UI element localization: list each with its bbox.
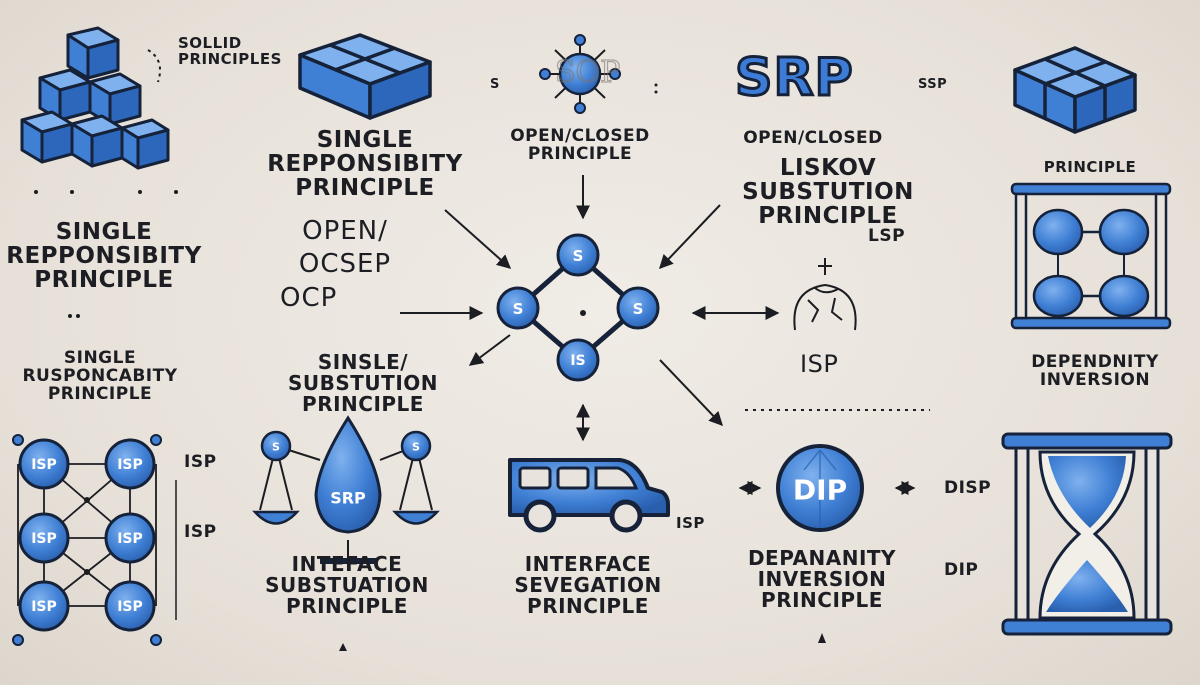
isp-node-label: ISP	[117, 599, 143, 615]
center-node-right	[616, 286, 660, 330]
principle-right-label: PRINCIPLE	[1043, 158, 1137, 176]
open-closed-top-line: OPEN/CLOSED	[510, 126, 650, 146]
liskov-line: LISKOV	[779, 155, 877, 181]
lsp-label: LSP	[868, 226, 906, 246]
isp-node	[18, 512, 70, 564]
open-closed-mid: OPEN/ OCSEP OCP	[280, 216, 410, 313]
depanity-line: DEPANANITY	[747, 546, 897, 570]
center-node-left	[496, 286, 540, 330]
cube-grid-icon	[1013, 46, 1137, 134]
isp-label-a: ISP	[184, 452, 217, 472]
isp-node-label: ISP	[117, 457, 143, 473]
open-closed-top-line: PRINCIPLE	[527, 143, 633, 164]
dip-circle-icon: DIP	[738, 409, 930, 643]
interface-sub-line: SUBSTUATION	[265, 573, 429, 597]
center-node-network: S S S IS	[496, 233, 660, 382]
hourglass-icon	[1001, 432, 1173, 636]
dependency-inversion-bottom: DEPANANITY INVERSION PRINCIPLE	[722, 548, 922, 611]
open-mid-line: OPEN/	[302, 216, 388, 246]
center-node-left-label: S	[513, 300, 524, 318]
isp-node-label: ISP	[31, 531, 57, 547]
title-line-2: PRINCIPLES	[178, 49, 282, 68]
center-arrows	[400, 175, 780, 442]
center-node-bottom-label: IS	[570, 353, 585, 369]
depanity-line: INVERSION	[757, 567, 887, 591]
ssp-label: SSP	[918, 77, 948, 92]
dip-circle-label: DIP	[793, 474, 847, 507]
single-lower-line: RUSPONCABITY	[22, 365, 178, 386]
scale-right-label: S	[412, 441, 420, 454]
isp-grid-network: ISP ISP ISP ISP ISP ISP	[12, 434, 177, 646]
single-lower-line: SINGLE	[63, 348, 137, 368]
single-lower-line: PRINCIPLE	[47, 383, 153, 404]
open-closed-top: OPEN/CLOSED PRINCIPLE	[500, 126, 660, 164]
open-closed-right: OPEN/CLOSED	[743, 128, 883, 148]
decorative-marks	[34, 83, 658, 651]
open-mid-line: OCSEP	[298, 249, 392, 280]
interface-segregation: INTERFACE SEVEGATION PRINCIPLE	[488, 554, 688, 617]
center-node-top-label: S	[573, 247, 584, 265]
single-top-line: SINGLE	[316, 127, 414, 153]
isp-label-b: ISP	[184, 522, 217, 542]
center-node-bottom	[556, 338, 600, 382]
disp-label: DISP	[944, 478, 992, 498]
isp-van-label: ISP	[676, 514, 705, 532]
isp-right-mid: ISP	[800, 350, 839, 378]
single-top-line: PRINCIPLE	[295, 175, 435, 202]
single-left-line: SINGLE	[55, 219, 153, 245]
dip-label: DIP	[944, 560, 979, 580]
network-globe-icon: SOP	[539, 34, 621, 114]
cube-stack-icon	[20, 26, 170, 170]
srp-heading: SRP	[734, 47, 855, 110]
single-left-line: REPPONSIBITY	[6, 243, 202, 270]
liskov-label: LISKOV SUBSTUTION PRINCIPLE	[728, 155, 928, 230]
solid-principles-title: SOLLID PRINCIPLES	[178, 34, 282, 68]
dependnity-line: INVERSION	[1039, 369, 1151, 390]
isp-node	[104, 580, 156, 632]
dependnity-line: DEPENDNITY	[1031, 352, 1159, 372]
scale-left-label: S	[272, 441, 280, 454]
interface-sub-line: PRINCIPLE	[286, 594, 408, 618]
dependency-inversion-right: DEPENDNITY INVERSION	[1010, 352, 1180, 390]
center-node-top	[556, 233, 600, 277]
single-top-line: REPPONSIBITY	[267, 151, 463, 178]
sinsle-substitution: SINSLE/ SUBSTUTION PRINCIPLE	[268, 352, 458, 415]
interface-sub-line: INTEFACE	[291, 552, 403, 576]
sinsle-line: SUBSTUTION	[288, 371, 438, 395]
isp-node-label: ISP	[31, 599, 57, 615]
isp-node	[18, 438, 70, 490]
svg-text:SOP: SOP	[555, 55, 620, 90]
interface-seg-line: PRINCIPLE	[527, 594, 649, 618]
cracked-globe-icon	[793, 258, 857, 331]
cube-block-icon	[298, 33, 432, 120]
top-s-mark: S	[490, 77, 500, 92]
sinsle-line: PRINCIPLE	[302, 392, 424, 416]
single-left-line: PRINCIPLE	[34, 267, 174, 294]
interface-seg-line: SEVEGATION	[514, 573, 662, 597]
open-mid-line: OCP	[280, 282, 338, 313]
isp-node	[18, 580, 70, 632]
single-responsibility-left: SINGLE REPPONSIBITY PRINCIPLE	[4, 219, 204, 294]
balance-scale-icon: S S SRP	[252, 415, 440, 564]
interface-substitution: INTEFACE SUBSTUATION PRINCIPLE	[252, 554, 442, 617]
center-node-right-label: S	[633, 300, 644, 318]
title-line-1: SOLLID	[178, 34, 242, 52]
depanity-line: PRINCIPLE	[761, 588, 883, 612]
interface-seg-line: INTERFACE	[524, 552, 652, 576]
isp-node	[104, 512, 156, 564]
liskov-line: SUBSTUTION	[742, 179, 914, 206]
single-responsibility-top: SINGLE REPPONSIBITY PRINCIPLE	[250, 127, 480, 202]
drop-label: SRP	[330, 489, 366, 508]
isp-node-label: ISP	[117, 531, 143, 547]
isp-node	[104, 438, 156, 490]
liskov-line: PRINCIPLE	[758, 203, 898, 230]
sphere-frame-icon	[1010, 182, 1172, 330]
isp-node-label: ISP	[31, 457, 57, 473]
van-icon	[508, 458, 670, 533]
single-lower-left: SINGLE RUSPONCABITY PRINCIPLE	[10, 348, 190, 404]
sinsle-line: SINSLE/	[317, 350, 409, 374]
